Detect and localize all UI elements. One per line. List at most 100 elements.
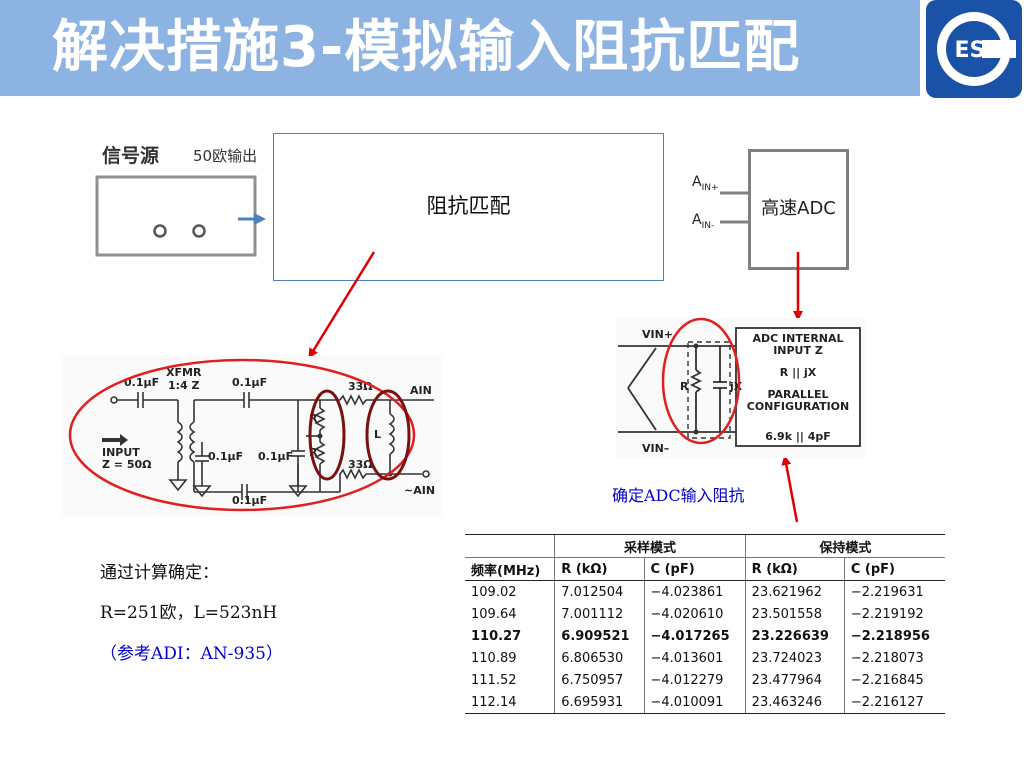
impedance-match-label: 阻抗匹配 [426,194,511,218]
adc-box: 高速ADC [748,149,849,270]
col-header: R (kΩ) [744,557,845,581]
table-cell: 109.64 [471,606,517,622]
table-cell: 110.27 [471,628,522,644]
table-cell: 6.806530 [554,647,644,669]
svg-text:R: R [309,412,318,425]
table-cell: 7.001112 [554,603,644,625]
svg-text:L: L [374,428,381,441]
svg-text:PARALLEL: PARALLEL [767,388,828,401]
svg-text:~AIN: ~AIN [404,484,435,497]
table-cell: 23.463246 [744,691,845,714]
esi-logo: ESI [924,0,1024,100]
group-hold: 保持模式 [744,534,945,558]
table-cell: 23.724023 [744,647,845,669]
table-cell: −2.219192 [843,603,945,625]
svg-text:0.1μF: 0.1μF [232,494,267,507]
svg-text:0.1μF: 0.1μF [208,450,243,463]
ain-neg-label: AIN- [692,212,715,231]
table-cell: 23.621962 [744,580,845,603]
svg-text:ADC INTERNAL: ADC INTERNAL [752,332,843,345]
table-cell: 111.52 [471,672,517,688]
svg-text:INPUT Z: INPUT Z [773,344,823,357]
svg-text:AIN: AIN [410,384,432,397]
svg-text:R: R [680,380,689,393]
svg-text:R: R [309,446,318,459]
table-cell: 23.477964 [744,669,845,691]
arrow-to-circuit [308,251,376,359]
logo-text: ESI [954,38,993,63]
note-line-1: 通过计算确定： [100,563,219,583]
table-group-header: 采样模式 保持模式 [465,534,945,558]
signal-source-label: 信号源 [102,145,160,167]
table-cell: −2.216127 [843,691,945,714]
svg-text:XFMR: XFMR [166,366,202,379]
svg-text:INPUT: INPUT [102,446,140,459]
svg-text:1:4 Z: 1:4 Z [168,379,200,392]
svg-text:33Ω: 33Ω [348,458,373,471]
r-highlight [308,389,346,481]
svg-text:VIN+: VIN+ [642,328,673,341]
svg-text:Z = 50Ω: Z = 50Ω [102,458,152,471]
table-header-row: 频率(MHz) R (kΩ) C (pF) R (kΩ) C (pF) [465,557,945,581]
circuit-ellipse [68,358,416,512]
table-cell: 7.012504 [554,580,644,603]
table-cell: 6.750957 [554,669,644,691]
table-cell: 23.226639 [744,625,845,647]
ain-pos-label: AIN+ [692,174,719,193]
impedance-match-box: 阻抗匹配 [273,133,664,281]
adc-label: 高速ADC [761,198,836,219]
svg-text:6.9k || 4pF: 6.9k || 4pF [765,430,831,443]
note-reference: （参考ADI：AN-935） [100,644,283,664]
svg-text:0.1μF: 0.1μF [124,376,159,389]
arrow-right-icon [238,213,266,225]
table-cell: −4.010091 [643,691,746,714]
adc-r-jx-ellipse [661,317,741,445]
note-line-2: R=251欧，L=523nH [100,603,278,623]
signal-source-output: 50欧输出 [193,147,258,165]
table-cell: 109.02 [471,584,517,600]
table-cell: −4.013601 [643,647,746,669]
table-cell: −4.023861 [643,580,746,603]
svg-text:CONFIGURATION: CONFIGURATION [747,400,849,413]
page-title: 解决措施3-模拟输入阻抗匹配 [52,15,801,80]
svg-text:R || jX: R || jX [780,366,817,379]
table-cell: −4.020610 [643,603,746,625]
table-cell: −4.012279 [643,669,746,691]
table-cell: −2.218073 [843,647,945,669]
table-cell: 112.14 [465,691,555,714]
table-cell: 6.909521 [554,625,644,647]
svg-text:0.1μF: 0.1μF [258,450,293,463]
svg-text:0.1μF: 0.1μF [232,376,267,389]
adc-caption: 确定ADC输入阻抗 [612,486,745,505]
adc-pins [720,191,750,224]
impedance-table: 采样模式 保持模式 频率(MHz) R (kΩ) C (pF) R (kΩ) C… [465,534,945,714]
col-header: C (pF) [843,557,945,581]
connector-icon [192,224,206,238]
arrow-to-table [781,455,799,523]
col-header: R (kΩ) [554,557,644,581]
col-header: C (pF) [643,557,746,581]
adc-internal-z: VIN+ VIN– R jX ADC INTERNAL INPUT Z R ||… [616,318,866,458]
table-cell: −2.218956 [843,625,945,647]
signal-source-box [95,175,257,257]
l-highlight [365,389,411,481]
table-cell: −4.017265 [643,625,746,647]
table-cell: 23.501558 [744,603,845,625]
col-header: 频率(MHz) [465,557,555,581]
table-cell: −2.219631 [843,580,945,603]
table-cell: −2.216845 [843,669,945,691]
connector-icon [153,224,167,238]
group-sample: 采样模式 [554,534,746,558]
title-bar: 解决措施3-模拟输入阻抗匹配 [0,0,920,96]
svg-text:VIN–: VIN– [642,442,669,455]
table-cell: 110.89 [471,650,517,666]
